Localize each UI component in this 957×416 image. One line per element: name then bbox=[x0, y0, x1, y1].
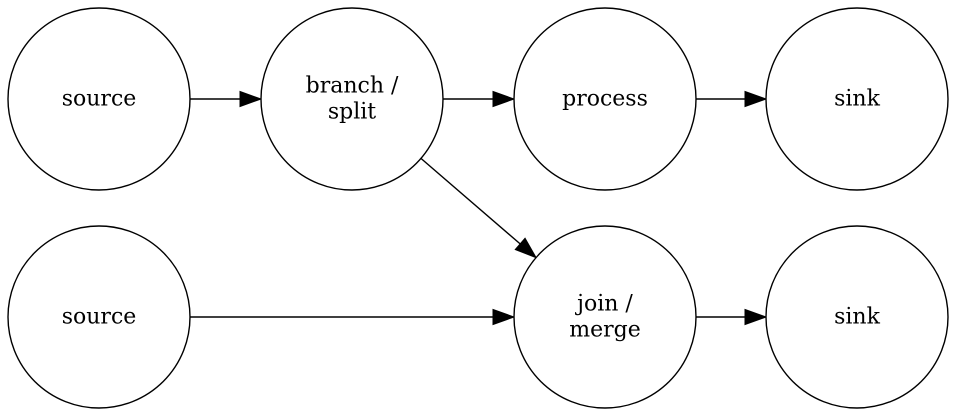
arrowhead-icon bbox=[492, 90, 516, 108]
node-circle bbox=[7, 7, 191, 191]
node-circle bbox=[7, 225, 191, 409]
edge-process-to-sink-1 bbox=[696, 90, 768, 108]
edge-source-1-to-branch-split bbox=[190, 90, 263, 108]
arrowhead-icon bbox=[492, 308, 516, 326]
node-circle bbox=[513, 7, 697, 191]
node-circle bbox=[260, 7, 444, 191]
arrowhead-icon bbox=[744, 308, 768, 326]
edge-source-2-to-join-merge bbox=[190, 308, 516, 326]
node-label: source bbox=[62, 305, 137, 330]
node-circle bbox=[513, 225, 697, 409]
node-sink-1: sink bbox=[765, 7, 949, 191]
node-process: process bbox=[513, 7, 697, 191]
nodes-layer: source branch /split process sink source join… bbox=[7, 7, 949, 409]
node-label: merge bbox=[569, 318, 641, 343]
node-label: source bbox=[62, 87, 137, 112]
arrowhead-icon bbox=[744, 90, 768, 108]
node-circle bbox=[765, 7, 949, 191]
edge-branch-split-to-process bbox=[443, 90, 516, 108]
edge-line bbox=[420, 157, 521, 245]
node-circle bbox=[765, 225, 949, 409]
node-label: split bbox=[328, 100, 376, 125]
arrowhead-icon bbox=[239, 90, 263, 108]
node-source-1: source bbox=[7, 7, 191, 191]
arrowhead-icon bbox=[514, 237, 538, 259]
node-label: sink bbox=[834, 305, 880, 330]
edge-branch-split-to-join-merge bbox=[420, 157, 538, 259]
node-label: branch / bbox=[306, 74, 399, 99]
edge-join-merge-to-sink-2 bbox=[696, 308, 768, 326]
node-branch-split: branch /split bbox=[260, 7, 444, 191]
node-source-2: source bbox=[7, 225, 191, 409]
node-label: process bbox=[562, 87, 648, 112]
node-sink-2: sink bbox=[765, 225, 949, 409]
edges-layer bbox=[190, 90, 768, 326]
node-label: sink bbox=[834, 87, 880, 112]
node-label: join / bbox=[574, 292, 633, 317]
node-join-merge: join /merge bbox=[513, 225, 697, 409]
